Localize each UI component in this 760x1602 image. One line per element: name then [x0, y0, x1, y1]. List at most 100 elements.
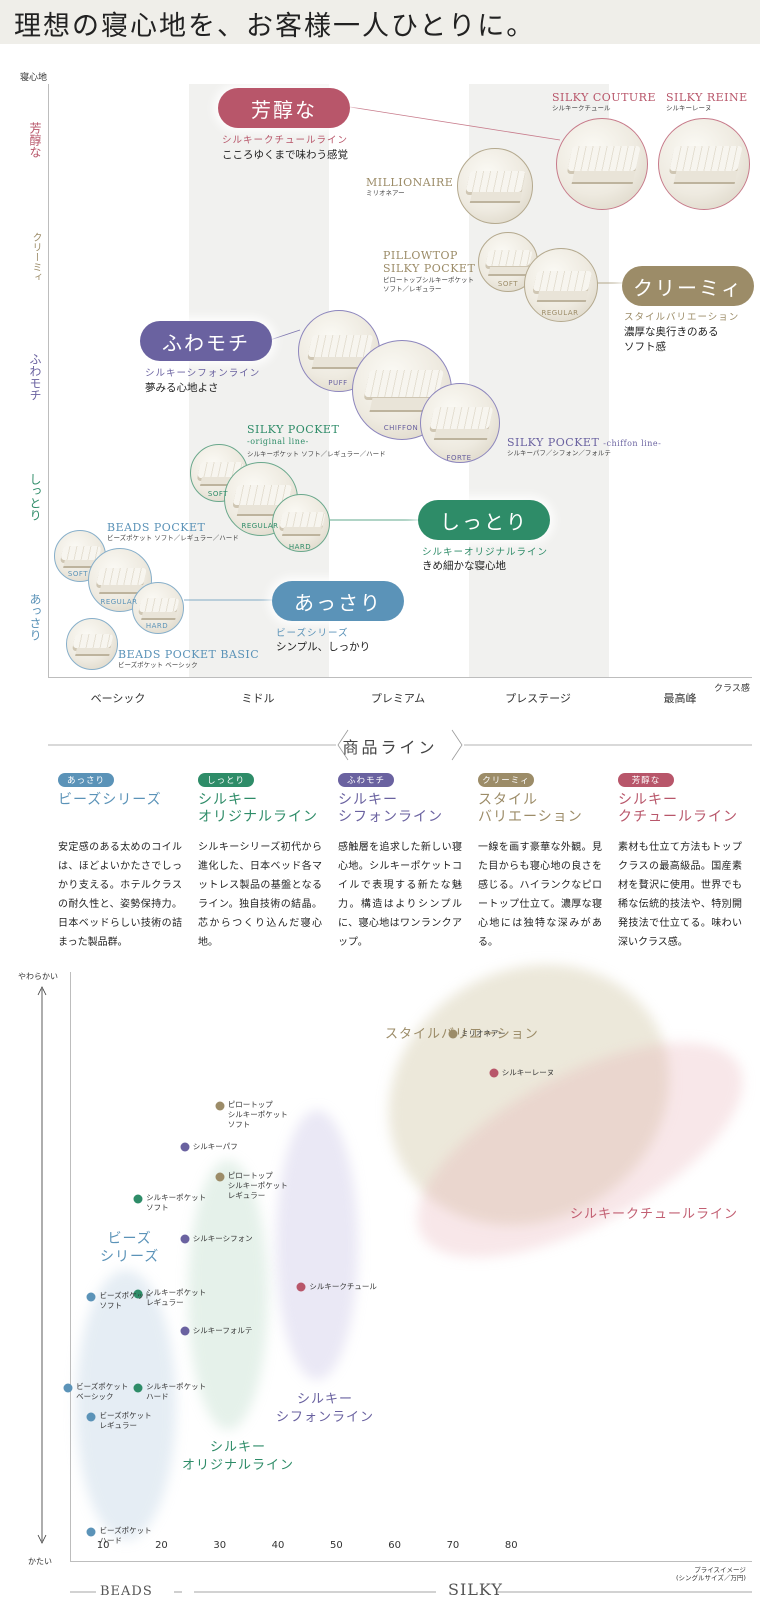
line-badge-2: ふわモチ: [338, 773, 394, 787]
point-label: ミリオネアー: [460, 1029, 506, 1038]
chart1-x-axis: [48, 677, 752, 678]
product-image-beads-basic: [66, 618, 118, 670]
line-desc-2: 感触層を追求した新しい寝心地。シルキーポケットコイルで表現する新たな魅力。構造は…: [338, 842, 462, 948]
x-tick-70: 70: [446, 1540, 460, 1551]
tag-pillowtop-soft: SOFT: [497, 280, 519, 288]
tag-beads-hard: HARD: [145, 622, 169, 630]
chart2-x-axis: [70, 1561, 752, 1562]
y-label-assari: あっさり: [28, 593, 42, 641]
group-label-couture: シルキークチュールライン: [570, 1207, 739, 1222]
x-label-premium: プレミアム: [370, 692, 426, 705]
point-label: ピロートップ シルキーポケット レギュラー: [227, 1171, 288, 1200]
pill-fuwa: ふわモチ: [140, 321, 272, 361]
x-tick-10: 10: [96, 1540, 110, 1551]
tag-original-hard: HARD: [288, 543, 312, 551]
tag-chiffon: CHIFFON: [383, 424, 419, 432]
line-name-1: シルキー オリジナルライン: [198, 792, 318, 825]
line-desc-1: シルキーシリーズ初代から進化した、日本ベッド各マットレス製品の基盤となるライン。…: [198, 842, 322, 948]
line-desc-0: 安定感のある太めのコイルは、ほどよいかたさでしっかり支える。ホテルクラスの耐久性…: [58, 842, 182, 948]
label-silky-couture-sub: シルキークチュール: [552, 104, 611, 112]
point-label: ビーズポケット ハード: [99, 1526, 152, 1545]
point-label: ビーズポケット ベーシック: [76, 1382, 129, 1401]
point-label: シルキーレーヌ: [501, 1068, 555, 1077]
blob-chiffon: [276, 1110, 358, 1380]
product-image-silky-couture: [556, 118, 648, 210]
y-bottom-label: かたい: [28, 1557, 52, 1566]
label-silky-reine-sub: シルキーレーヌ: [666, 104, 712, 112]
x-label-basic: ベーシック: [90, 692, 146, 705]
point-label: シルキークチュール: [309, 1282, 377, 1291]
label-beads-pocket-sub: ビーズポケット ソフト／レギュラー／ハード: [107, 534, 239, 542]
label-original-line-sub: シルキーポケット ソフト／レギュラー／ハード: [247, 450, 386, 458]
label-millionaire-sub: ミリオネアー: [366, 189, 405, 197]
product-image-pillowtop-regular: [524, 248, 598, 322]
line-name-0: ビーズシリーズ: [58, 792, 162, 808]
brand-lines: [70, 1591, 752, 1593]
point-marker: [133, 1383, 143, 1393]
product-image-silky-reine: [658, 118, 750, 210]
pill-assari: あっさり: [272, 581, 404, 621]
chart1-y-axis: [48, 84, 49, 678]
point-label: シルキーポケット ハード: [146, 1382, 207, 1401]
chart1-y-title: 寝心地: [20, 73, 48, 83]
point-marker: [489, 1068, 499, 1078]
point-marker: [448, 1029, 458, 1039]
point-marker: [296, 1282, 306, 1292]
product-image-forte: [420, 383, 500, 463]
line-name-2: シルキー シフォンライン: [338, 792, 443, 825]
x-tick-20: 20: [155, 1540, 168, 1551]
point-marker: [86, 1292, 96, 1302]
pill-fuwa-desc: 夢みる心地よさ: [145, 382, 219, 394]
line-badge-3: クリーミィ: [478, 773, 534, 787]
tag-puff: PUFF: [328, 379, 348, 387]
point-marker: [215, 1172, 225, 1182]
pill-hojun-sub: シルキークチュールライン: [222, 135, 349, 146]
point-marker: [133, 1194, 143, 1204]
label-silky-couture: SILKY COUTURE: [552, 91, 656, 104]
section-title: 商品ライン: [342, 738, 438, 757]
section-divider: [48, 729, 752, 761]
group-label-chiffon: シルキー シフォンライン: [276, 1392, 375, 1425]
tag-beads-soft: SOFT: [67, 570, 89, 578]
line-desc-3: 一線を画す豪華な外観。見た目からも寝心地の良さを感じる。ハイランクなピロートップ…: [478, 842, 602, 948]
point-marker: [180, 1142, 190, 1152]
tag-original-soft: SOFT: [207, 490, 229, 498]
chart2-y-axis: [70, 972, 71, 1562]
brand-silky: SILKY: [448, 1580, 503, 1599]
connector-lines: [184, 106, 624, 601]
point-marker: [180, 1326, 190, 1336]
group-label-style: スタイルバリエーション: [385, 1027, 539, 1042]
tag-forte: FORTE: [446, 454, 472, 462]
chart1-x-title: クラス感: [714, 684, 750, 694]
point-label: シルキーシフォン: [192, 1234, 253, 1243]
label-chiffon-line-sub: シルキーパフ／シフォン／フォルテ: [507, 449, 611, 457]
tag-pillowtop-regular: REGULAR: [541, 309, 579, 317]
pill-hojun-desc: こころゆくまで味わう感覚: [222, 149, 348, 161]
line-name-4: シルキー クチュールライン: [618, 792, 738, 825]
page-title: 理想の寝心地を、お客様一人ひとりに。: [14, 11, 536, 42]
blob-original: [188, 1160, 268, 1430]
point-label: ビーズポケット レギュラー: [99, 1411, 152, 1430]
label-beads-basic: BEADS POCKET BASIC: [118, 648, 260, 661]
point-label: ビーズポケット ソフト: [99, 1291, 152, 1310]
pill-creamy-sub: スタイルバリエーション: [624, 312, 740, 323]
point-marker: [86, 1527, 96, 1537]
x-label-prestige: プレステージ: [505, 692, 571, 705]
tag-beads-regular: REGULAR: [100, 598, 138, 606]
pill-creamy: クリーミィ: [622, 266, 754, 306]
point-marker: [63, 1383, 73, 1393]
pill-assari-sub: ビーズシリーズ: [276, 628, 349, 639]
point-label: シルキーポケット レギュラー: [146, 1288, 207, 1307]
pill-hojun: 芳醇な: [218, 88, 350, 128]
line-badge-1: しっとり: [198, 773, 254, 787]
line-badge-0: あっさり: [58, 773, 114, 787]
x-tick-40: 40: [271, 1540, 285, 1551]
label-pillowtop-sub2: ソフト／レギュラー: [383, 285, 442, 293]
y-label-creamy: クリーミィ: [30, 232, 41, 282]
x-tick-60: 60: [388, 1540, 402, 1551]
x-label-top: 最高峰: [663, 692, 697, 705]
label-chiffon-line: SILKY POCKET -chiffon line-: [507, 436, 662, 449]
label-pillowtop-2: SILKY POCKET: [383, 262, 476, 275]
blob-beads: [76, 1270, 176, 1540]
